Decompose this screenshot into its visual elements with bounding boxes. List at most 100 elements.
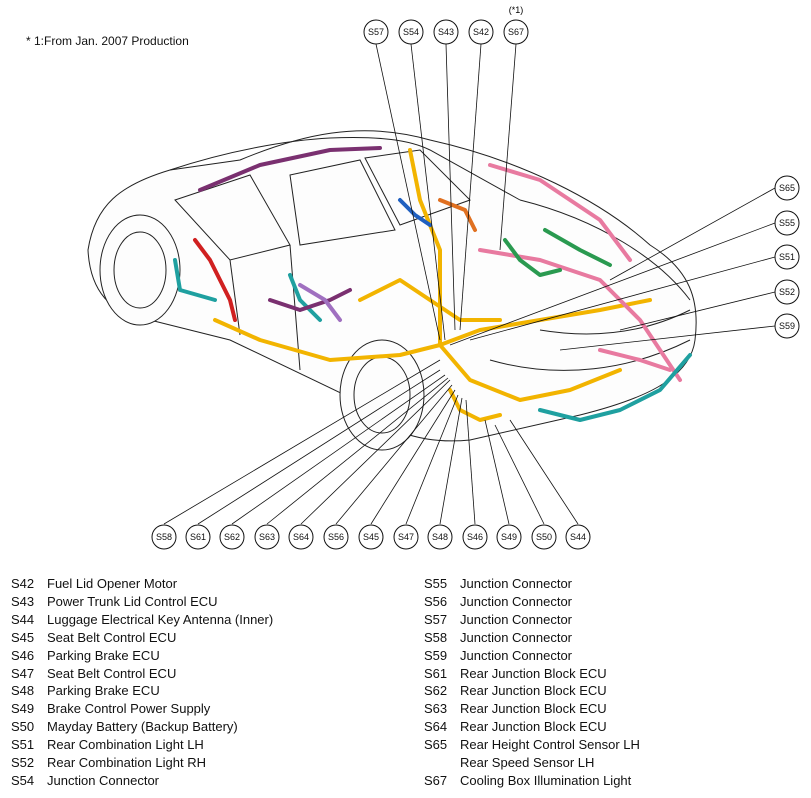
legend-code: S49 [11,701,35,717]
legend-code: S44 [11,611,35,627]
legend-code: S48 [11,683,35,699]
legend-name: Rear Height Control Sensor LH [460,737,640,753]
callout-S55: S55 [774,210,800,236]
legend-name: Brake Control Power Supply [47,701,211,717]
svg-text:S47: S47 [398,532,414,542]
harness-pink-upper [488,163,632,262]
harness-lilac-door [298,283,342,322]
svg-text:S61: S61 [190,532,206,542]
callout-S65: S65 [774,175,800,201]
harness-yellow-rear [438,343,622,402]
front-wheel [99,214,181,326]
callout-S49: S49 [496,524,522,550]
legend-code: S62 [424,683,448,699]
svg-text:S52: S52 [779,287,795,297]
callout-S56: S56 [323,524,349,550]
svg-text:S44: S44 [570,532,586,542]
legend-row: S59 Junction Connector [424,647,640,665]
callout-S61: S61 [185,524,211,550]
callouts-right: S65 S55 S51 S52 S59 [774,175,800,339]
legend-code: S59 [424,647,448,663]
svg-text:S62: S62 [224,532,240,542]
legend-name: Rear Combination Light LH [47,737,204,753]
legend-name: Rear Junction Block ECU [460,683,607,699]
svg-text:S42: S42 [473,27,489,37]
svg-text:S58: S58 [156,532,172,542]
wiring-diagram: (*1) S57 S54 S43 S42 S67 S65 S55 S51 S52… [87,5,800,550]
legend-name: Junction Connector [47,772,160,788]
callout-S51: S51 [774,244,800,270]
legend-name: Rear Junction Block ECU [460,665,607,681]
legend-name: Seat Belt Control ECU [47,665,177,681]
svg-text:S57: S57 [368,27,384,37]
leader-lines [163,43,776,525]
callout-S62: S62 [219,524,245,550]
callout-S46: S46 [462,524,488,550]
harness-pink-rear [478,248,682,382]
harness-yellow-lower [448,388,502,422]
svg-text:S51: S51 [779,252,795,262]
callout-S54: S54 [398,19,424,45]
legend-code: S64 [424,719,448,735]
harness-purple-roof [198,146,382,192]
legend-code: S45 [11,629,35,645]
legend-row: S48 Parking Brake ECU [11,682,273,700]
harness-yellow-floor [358,278,502,322]
callout-S50: S50 [531,524,557,550]
legend-row: S42 Fuel Lid Opener Motor [11,575,273,593]
harness-green-center [503,238,562,277]
svg-text:S50: S50 [536,532,552,542]
harness-orange-center [438,198,477,232]
legend-code: S47 [11,665,35,681]
legend-code: S56 [424,593,448,609]
legend-code: S46 [11,647,35,663]
legend-name: Rear Junction Block ECU [460,719,607,735]
callout-S63: S63 [254,524,280,550]
legend-code: S51 [11,737,35,753]
harness-teal-door [288,273,322,322]
callouts-top: S57 S54 S43 S42 S67 [363,19,529,45]
svg-text:S55: S55 [779,218,795,228]
svg-text:S64: S64 [293,532,309,542]
legend-name: Rear Speed Sensor LH [460,755,595,771]
harness-teal-rear [538,353,692,422]
legend-name: Fuel Lid Opener Motor [47,576,178,591]
star-label: (*1) [509,5,524,15]
harness-purple-door [268,288,352,312]
legend-name: Junction Connector [460,593,573,609]
callout-S44: S44 [565,524,591,550]
legend-row: S62 Rear Junction Block ECU [424,682,640,700]
harness-teal-front [173,258,217,302]
legend-code: S42 [11,576,35,591]
legend-name: Junction Connector [460,611,573,627]
legend-row: Rear Speed Sensor LH [424,754,640,772]
callout-S52: S52 [774,279,800,305]
legend-row: S47 Seat Belt Control ECU [11,665,273,683]
callout-S67: S67 [503,19,529,45]
callout-S48: S48 [427,524,453,550]
legend-name: Junction Connector [460,629,573,645]
legend-name: Power Trunk Lid Control ECU [47,593,218,609]
legend-name: Seat Belt Control ECU [47,629,177,645]
svg-text:S56: S56 [328,532,344,542]
legend-row: S49 Brake Control Power Supply [11,700,273,718]
svg-text:S59: S59 [779,321,795,331]
legend-name: Parking Brake ECU [47,683,160,699]
harness-pink-trunk [598,348,672,372]
legend-row: S51 Rear Combination Light LH [11,736,273,754]
legend-name: Junction Connector [460,647,573,663]
svg-text:S65: S65 [779,183,795,193]
legend-name: Junction Connector [460,576,573,591]
legend-name: Mayday Battery (Backup Battery) [47,719,238,735]
callout-S64: S64 [288,524,314,550]
